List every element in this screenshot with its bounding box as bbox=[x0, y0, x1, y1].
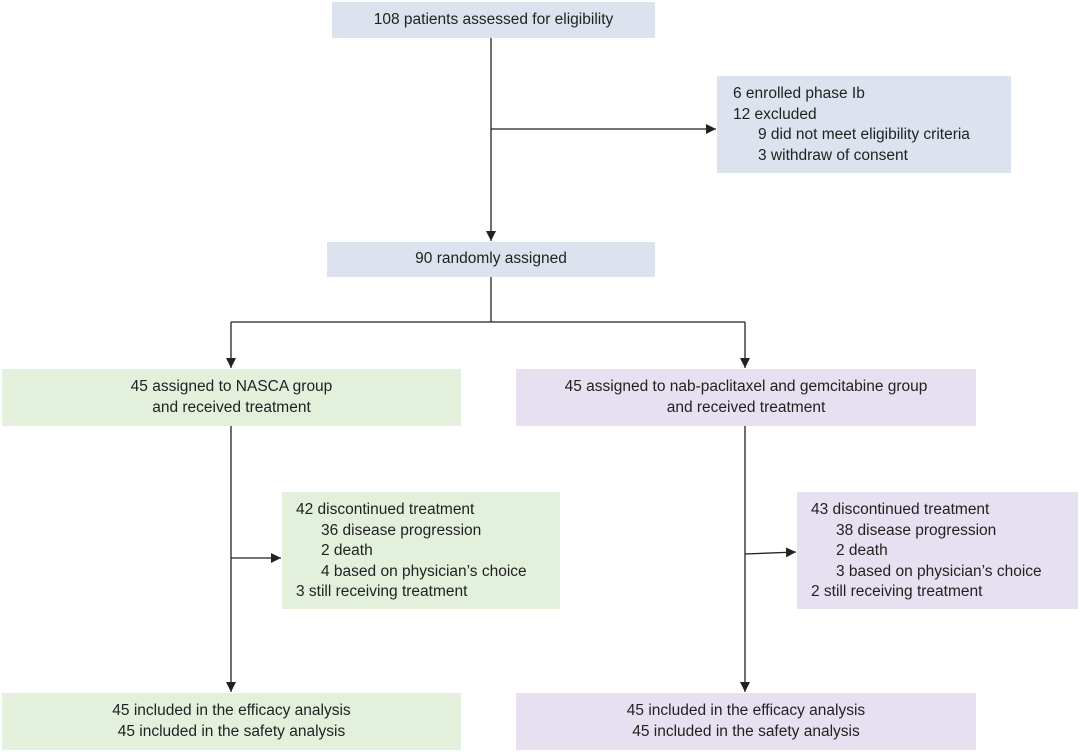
box-text-line: 3 withdraw of consent bbox=[758, 146, 908, 164]
box-ag-group: 45 assigned to nab-paclitaxel and gemcit… bbox=[516, 369, 976, 426]
box-text-line: 2 still receiving treatment bbox=[811, 583, 983, 600]
box-text-line: 9 did not meet eligibility criteria bbox=[758, 126, 970, 143]
box-text-line: 45 included in the safety analysis bbox=[632, 722, 860, 740]
box-excluded: 6 enrolled phase Ib 12 excluded 9 did not … bbox=[717, 76, 1011, 173]
arrow-to-ag-discontinued bbox=[744, 547, 797, 558]
box-text-line: 2 death bbox=[321, 542, 373, 559]
box-text-line: 4 based on physician’s choice bbox=[321, 562, 527, 580]
box-text-line: 45 included in the efficacy analysis bbox=[626, 702, 866, 719]
box-randomized: 90 randomly assigned bbox=[327, 242, 655, 277]
box-assessed: 108 patients assessed for eligibility bbox=[332, 2, 655, 38]
box-text-line: 12 excluded bbox=[733, 105, 817, 123]
box-nasca-group: 45 assigned to NASCA group and received t… bbox=[2, 369, 461, 426]
box-text-line: 42 discontinued treatment bbox=[296, 501, 475, 518]
box-nasca-analysis: 45 included in the efficacy analysis 45 i… bbox=[2, 693, 461, 750]
box-text-line: 3 still receiving treatment bbox=[296, 583, 468, 600]
box-text-line: 38 disease progression bbox=[836, 521, 997, 539]
box-text-line: 45 assigned to NASCA group bbox=[130, 378, 333, 395]
box-text-line: 43 discontinued treatment bbox=[811, 501, 990, 518]
box-text-line: 45 included in the safety analysis bbox=[117, 722, 346, 740]
box-text-line: 45 included in the efficacy analysis bbox=[112, 702, 351, 719]
box-text-line: and received treatment bbox=[152, 398, 311, 416]
box-text-line: 3 based on physician’s choice bbox=[836, 562, 1042, 580]
box-text-line: 45 assigned to nab-paclitaxel and gemcit… bbox=[564, 378, 928, 395]
box-text-line: 90 randomly assigned bbox=[415, 250, 567, 268]
box-nasca-discontinued: 42 discontinued treatment 36 disease prog… bbox=[282, 492, 560, 609]
box-text-line: and received treatment bbox=[666, 398, 826, 416]
box-text-line: 6 enrolled phase Ib bbox=[733, 85, 865, 102]
box-ag-discontinued: 43 discontinued treatment 38 disease prog… bbox=[797, 492, 1078, 609]
box-ag-analysis: 45 included in the efficacy analysis 45 i… bbox=[516, 693, 976, 750]
box-text-line: 36 disease progression bbox=[321, 521, 482, 539]
box-text-line: 2 death bbox=[836, 542, 888, 559]
box-text-line: 108 patients assessed for eligibility bbox=[373, 10, 614, 28]
